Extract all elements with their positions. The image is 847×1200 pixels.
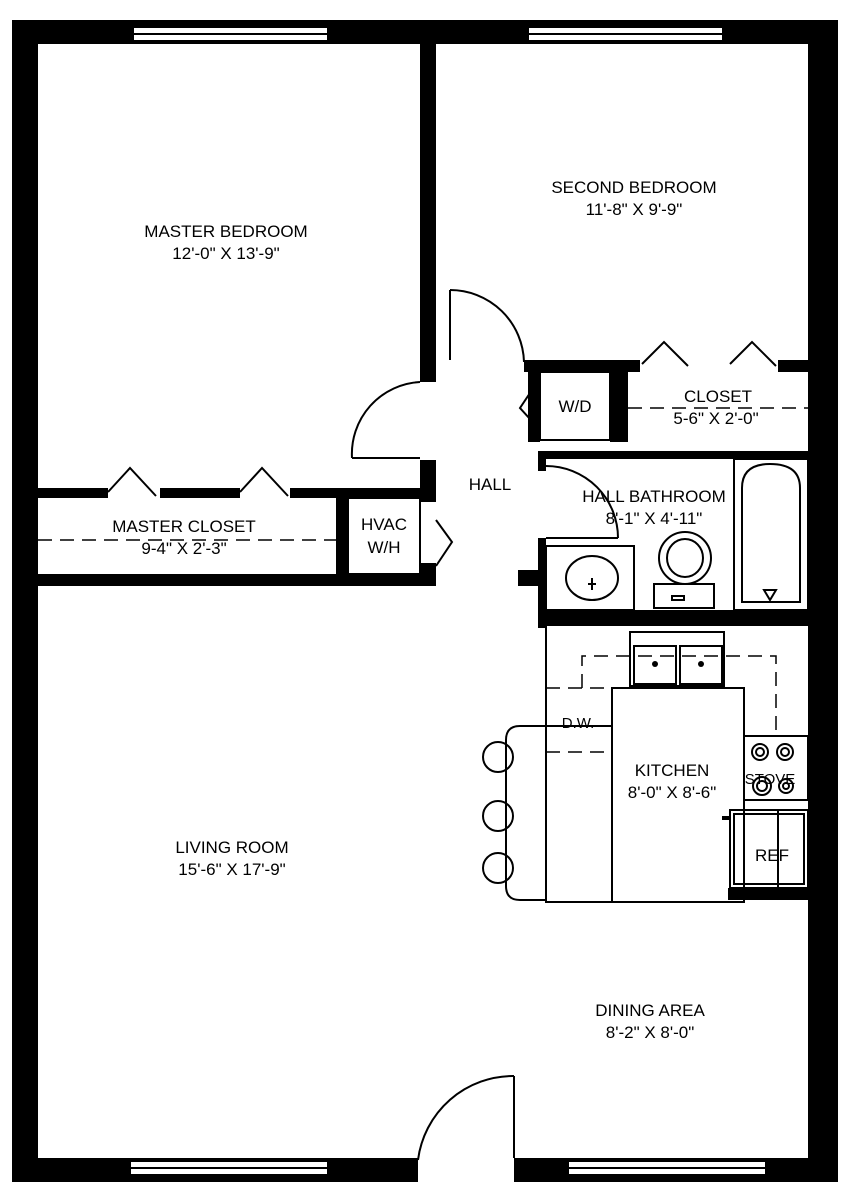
washer-dryer-label: W/D [558, 397, 591, 416]
sink-icon [565, 555, 619, 601]
second-bedroom-name: SECOND BEDROOM [551, 178, 716, 197]
living-room-name: LIVING ROOM [175, 838, 288, 857]
closet-name: CLOSET [684, 387, 752, 406]
second-bedroom-size: 11'-8" X 9'-9" [586, 200, 683, 219]
master-closet-size: 9-4" X 2'-3" [141, 539, 226, 558]
living-room-size: 15'-6" X 17'-9" [178, 860, 285, 879]
master-bedroom-size: 12'-0" X 13'-9" [172, 244, 279, 263]
hall-bathroom-name: HALL BATHROOM [582, 487, 726, 506]
kitchen-sink [629, 631, 725, 687]
hvac-label: HVAC [361, 515, 407, 534]
kitchen-size: 8'-0" X 8'-6" [628, 783, 717, 802]
bathtub [733, 458, 809, 611]
bar-stool-icon [482, 852, 514, 884]
windows [129, 26, 767, 1176]
kitchen-fixtures [482, 626, 809, 903]
front-door [417, 1074, 515, 1184]
dining-area-size: 8'-2" X 8'-0" [606, 1023, 695, 1042]
master-bedroom-name: MASTER BEDROOM [144, 222, 307, 241]
bathroom-fixtures [545, 458, 809, 611]
master-closet-name: MASTER CLOSET [112, 517, 256, 536]
dining-area-name: DINING AREA [595, 1001, 705, 1020]
interior-walls [38, 44, 808, 900]
stove-label: STOVE [745, 771, 796, 788]
kitchen-name: KITCHEN [635, 761, 710, 780]
refrigerator-label: REF [755, 846, 789, 865]
bar-counter [545, 725, 613, 903]
stove [743, 735, 809, 801]
door-swings [107, 289, 777, 567]
bathtub-basin [741, 462, 801, 603]
water-heater-label: W/H [367, 538, 400, 557]
dishwasher-label: D.W. [562, 715, 595, 732]
hall-bathroom-size: 8'-1" X 4'-11" [606, 509, 703, 528]
toilet-icon [658, 531, 712, 585]
bar-stool-icon [482, 800, 514, 832]
hall-label: HALL [469, 475, 512, 494]
room-labels: MASTER BEDROOM 12'-0" X 13'-9" SECOND BE… [112, 178, 795, 1042]
bar-stool-icon [482, 741, 514, 773]
refrigerator [729, 809, 809, 889]
closet-details [38, 371, 808, 575]
bathroom-vanity [545, 545, 635, 611]
closet-size: 5-6" X 2'-0" [673, 409, 758, 428]
